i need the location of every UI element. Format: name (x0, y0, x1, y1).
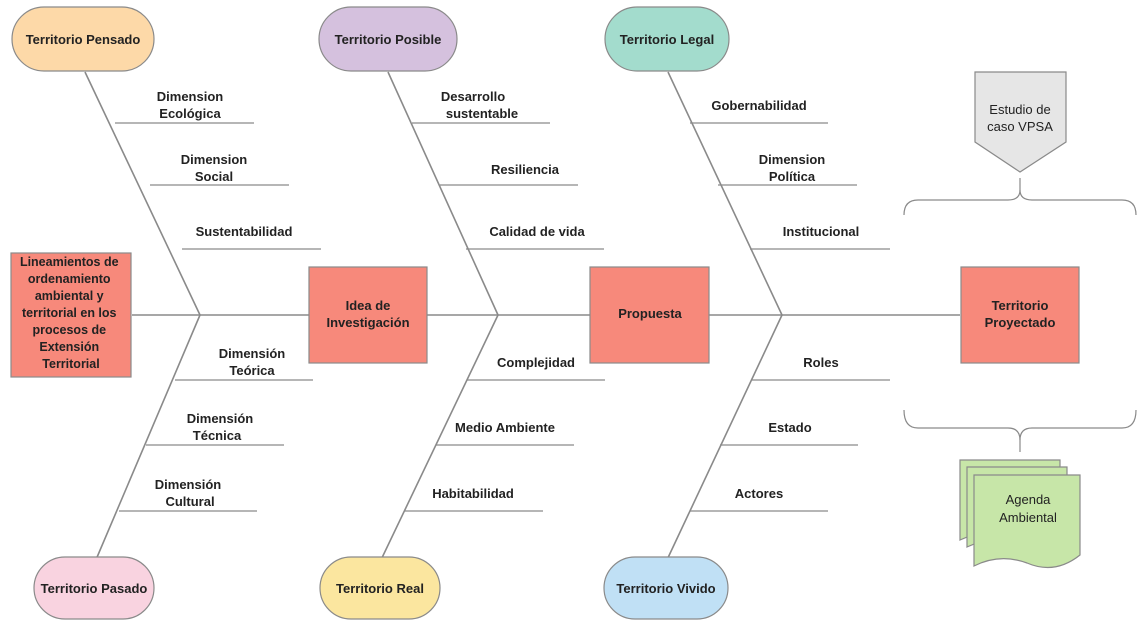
node-propuesta: Propuesta (589, 266, 710, 364)
top-bracket-line (903, 178, 1021, 216)
rib-label: Resiliencia (491, 162, 560, 177)
category-territorio-posible: Territorio Posible (318, 6, 458, 72)
svg-text:Territorio Real: Territorio Real (336, 581, 424, 596)
rib-label: Calidad de vida (489, 224, 585, 239)
rib-label: Habitabilidad (432, 486, 514, 501)
category-territorio-real: Territorio Real (319, 556, 441, 620)
bone-posible (387, 71, 499, 316)
svg-text:Propuesta: Propuesta (618, 306, 682, 321)
rib-label: Roles (803, 355, 838, 370)
top-bracket-line (1019, 189, 1137, 216)
svg-text:Territorio Pasado: Territorio Pasado (41, 581, 148, 596)
bone-pensado (84, 71, 201, 316)
svg-text:Territorio Pensado: Territorio Pensado (26, 32, 141, 47)
rib-label: Gobernabilidad (711, 98, 806, 113)
rib-label: Estado (768, 420, 811, 435)
svg-text:Territorio Posible: Territorio Posible (335, 32, 442, 47)
bone-real (379, 314, 499, 563)
svg-text:Lineamientos de ordenami: Lineamientos de ordenamiento ambiental y… (20, 255, 122, 371)
svg-text:Territorio Legal: Territorio Legal (620, 32, 714, 47)
bottom-bracket-line (1019, 409, 1137, 441)
bone-legal (667, 71, 783, 316)
rib-label: Institucional (783, 224, 860, 239)
bone-vivido (665, 314, 783, 563)
rib-label: Actores (735, 486, 783, 501)
category-territorio-vivido: Territorio Vivido (603, 556, 729, 620)
svg-text:Territorio Vivido: Territorio Vivido (616, 581, 715, 596)
bottom-bracket-line (903, 409, 1021, 452)
category-territorio-legal: Territorio Legal (604, 6, 730, 72)
bone-pasado (94, 314, 201, 563)
rib-label: Medio Ambiente (455, 420, 555, 435)
rib-label: Sustentabilidad (196, 224, 293, 239)
rib-label: Complejidad (497, 355, 575, 370)
category-territorio-pensado: Territorio Pensado (11, 6, 155, 72)
root-cause-box: Lineamientos de ordenamiento ambiental y… (10, 252, 132, 378)
category-territorio-pasado: Territorio Pasado (33, 556, 155, 620)
